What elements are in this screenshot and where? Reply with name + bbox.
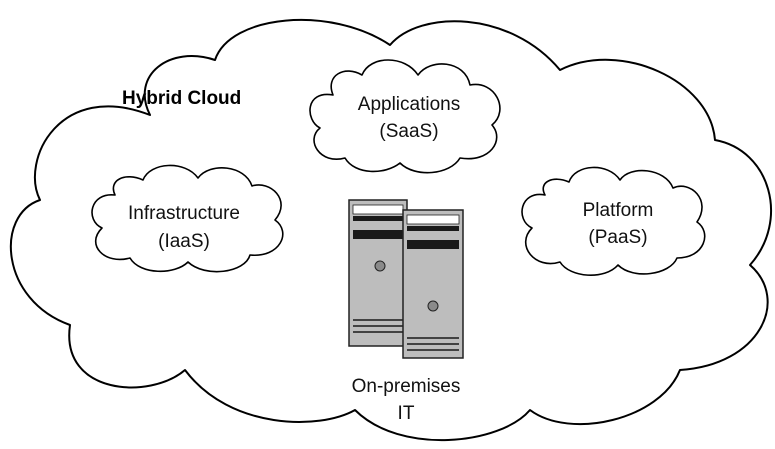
- platform-label: Platform: [583, 200, 654, 221]
- platform-cloud: Platform (PaaS): [521, 166, 706, 276]
- infrastructure-sublabel: (IaaS): [158, 231, 210, 252]
- server-back-unit: [348, 199, 408, 347]
- server-front-unit: [402, 209, 464, 359]
- platform-sublabel: (PaaS): [588, 227, 647, 248]
- onprem-sublabel: IT: [398, 403, 415, 424]
- applications-sublabel: (SaaS): [379, 121, 438, 142]
- onprem-label: On-premises: [352, 376, 461, 397]
- infrastructure-cloud: Infrastructure (IaaS): [91, 164, 284, 273]
- applications-label: Applications: [358, 94, 460, 115]
- diagram-title: Hybrid Cloud: [122, 88, 241, 109]
- server-rack-icon: [348, 199, 464, 359]
- applications-cloud: Applications (SaaS): [309, 59, 501, 174]
- infrastructure-label: Infrastructure: [128, 203, 240, 224]
